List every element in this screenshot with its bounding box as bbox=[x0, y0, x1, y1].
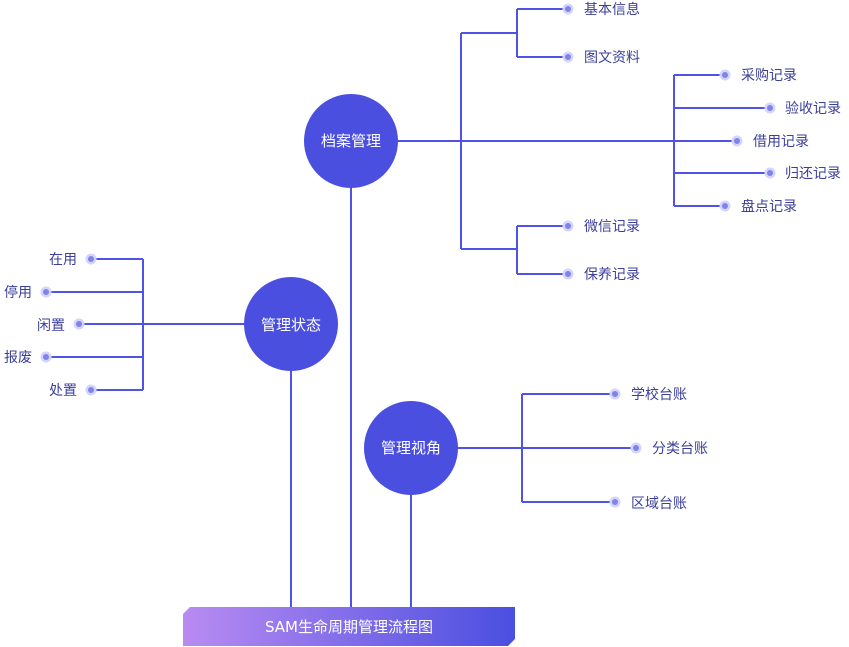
leaf-region-ledger-label: 区域台账 bbox=[631, 496, 687, 512]
hub-status[interactable]: 管理状态 bbox=[244, 277, 338, 371]
leaf-region-ledger[interactable]: 区域台账 bbox=[609, 496, 688, 512]
diagram-title: SAM生命周期管理流程图 bbox=[265, 618, 433, 636]
leaf-in-use[interactable]: 在用 bbox=[49, 252, 97, 268]
leaf-school-ledger-label: 学校台账 bbox=[631, 386, 687, 403]
leaf-return-record[interactable]: 归还记录 bbox=[764, 165, 842, 182]
leaf-category-ledger-label: 分类台账 bbox=[652, 441, 708, 457]
leaf-return-record-label: 归还记录 bbox=[785, 165, 841, 182]
leaf-disposed[interactable]: 处置 bbox=[49, 383, 97, 399]
leaf-in-use-label: 在用 bbox=[49, 252, 77, 268]
leaf-inventory-record-label: 盘点记录 bbox=[741, 198, 797, 215]
hub-view[interactable]: 管理视角 bbox=[364, 401, 458, 495]
leaf-inventory-record[interactable]: 盘点记录 bbox=[719, 198, 798, 215]
leaf-category-ledger[interactable]: 分类台账 bbox=[630, 441, 709, 457]
leaf-borrow-record-label: 借用记录 bbox=[753, 134, 809, 150]
hub-view-label: 管理视角 bbox=[381, 439, 441, 457]
title-banner: SAM生命周期管理流程图 bbox=[183, 607, 515, 646]
leaf-school-ledger[interactable]: 学校台账 bbox=[609, 386, 688, 403]
leaf-disabled-label: 停用 bbox=[4, 284, 32, 301]
archive-connectors bbox=[398, 8, 770, 275]
view-connectors bbox=[458, 393, 636, 503]
hub-status-label: 管理状态 bbox=[261, 316, 321, 334]
leaf-wechat-record[interactable]: 微信记录 bbox=[562, 219, 641, 235]
leaf-purchase-record-label: 采购记录 bbox=[741, 68, 797, 84]
leaf-media[interactable]: 图文资料 bbox=[562, 50, 641, 66]
leaf-maintenance-record[interactable]: 保养记录 bbox=[562, 267, 641, 283]
leaf-purchase-record[interactable]: 采购记录 bbox=[719, 68, 798, 84]
leaf-basic-info-label: 基本信息 bbox=[584, 1, 640, 18]
leaf-disposed-label: 处置 bbox=[49, 383, 77, 399]
status-connectors bbox=[46, 258, 245, 391]
leaf-media-label: 图文资料 bbox=[584, 50, 640, 66]
hub-archive[interactable]: 档案管理 bbox=[304, 94, 398, 188]
leaf-wechat-record-label: 微信记录 bbox=[584, 219, 640, 235]
hub-archive-label: 档案管理 bbox=[321, 132, 381, 150]
leaf-scrapped[interactable]: 报废 bbox=[4, 350, 52, 366]
leaf-idle-label: 闲置 bbox=[37, 318, 65, 334]
leaf-scrapped-label: 报废 bbox=[4, 350, 32, 366]
leaf-basic-info[interactable]: 基本信息 bbox=[562, 1, 641, 18]
leaf-acceptance-record-label: 验收记录 bbox=[785, 101, 841, 117]
leaf-idle[interactable]: 闲置 bbox=[37, 318, 85, 334]
leaf-disabled[interactable]: 停用 bbox=[4, 284, 52, 301]
leaf-borrow-record[interactable]: 借用记录 bbox=[731, 134, 810, 150]
leaf-maintenance-record-label: 保养记录 bbox=[584, 267, 640, 283]
leaf-acceptance-record[interactable]: 验收记录 bbox=[764, 101, 842, 117]
